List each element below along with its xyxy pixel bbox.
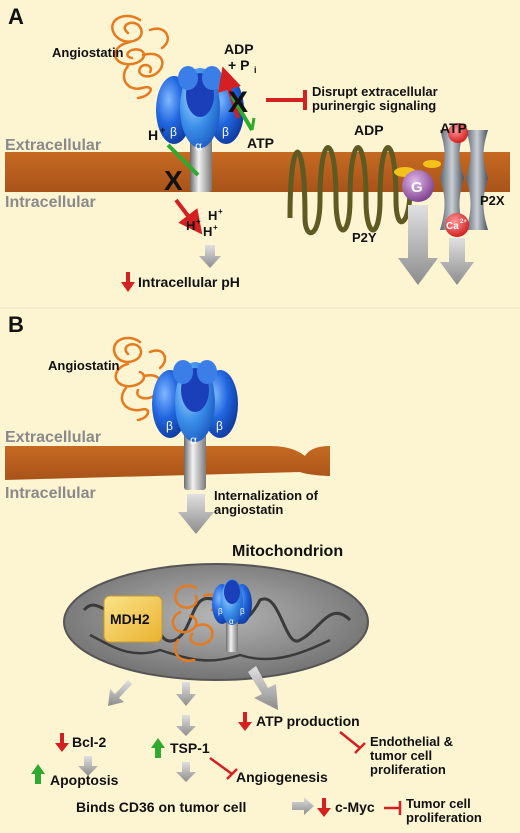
adp-top-label: ADP bbox=[224, 41, 254, 57]
alpha-a: α bbox=[195, 139, 202, 153]
p2y-receptor bbox=[287, 145, 413, 236]
pi-subscript: i bbox=[254, 65, 257, 75]
arrow-g-down bbox=[398, 205, 438, 285]
ca-label: Ca bbox=[446, 221, 459, 232]
g-label: G bbox=[411, 179, 423, 196]
intracellular-ph-label: Intracellular pH bbox=[138, 274, 240, 290]
cmyc-label: c-Myc bbox=[335, 799, 375, 815]
disrupt-line1: Disrupt extracellular bbox=[312, 84, 438, 99]
svg-text:β: β bbox=[240, 607, 245, 616]
panel-b-label: B bbox=[8, 312, 24, 337]
arrow-to-bcl2 bbox=[108, 680, 132, 706]
inhibit-endothelial bbox=[339, 731, 361, 749]
arrow-internalization bbox=[178, 494, 214, 534]
svg-text:2+: 2+ bbox=[460, 219, 467, 225]
membrane-b bbox=[5, 446, 330, 480]
mdh2-box bbox=[103, 595, 163, 643]
internalization-line1: Internalization of bbox=[214, 488, 319, 503]
inhibit-angiogenesis bbox=[209, 756, 233, 776]
atp-synthase-b: β β α bbox=[152, 360, 238, 490]
bcl2-label: Bcl-2 bbox=[72, 734, 106, 750]
calcium-ion bbox=[445, 213, 469, 237]
arrow-to-tsp1 bbox=[176, 682, 196, 706]
extracellular-label-b: Extracellular bbox=[5, 429, 101, 446]
h-plus-top: H bbox=[148, 127, 158, 143]
internalization-line2: angiostatin bbox=[214, 502, 283, 517]
svg-text:β: β bbox=[218, 607, 223, 616]
down-arrow-atp-production bbox=[238, 712, 252, 731]
h-plus-bottom-3: H bbox=[203, 224, 212, 239]
svg-text:+: + bbox=[218, 207, 223, 216]
intracellular-label-b: Intracellular bbox=[5, 485, 96, 502]
proton-arrows bbox=[166, 143, 203, 235]
tumor-line1: Tumor cell bbox=[406, 796, 471, 811]
mdh2-label: MDH2 bbox=[110, 611, 150, 627]
extracellular-label-a: Extracellular bbox=[5, 137, 101, 154]
arrow-to-cd36 bbox=[176, 762, 196, 782]
p2x-left bbox=[440, 130, 464, 230]
endo-line1: Endothelial & bbox=[370, 734, 453, 749]
tsp1-label: TSP-1 bbox=[170, 740, 210, 756]
intracellular-label-a: Intracellular bbox=[5, 194, 96, 211]
adp-right-label: ADP bbox=[354, 122, 384, 138]
atp-ball bbox=[448, 123, 468, 143]
binds-cd36-label: Binds CD36 on tumor cell bbox=[76, 799, 246, 815]
tumor-line2: proliferation bbox=[406, 810, 482, 825]
angiostatin-label-a: Angiostatin bbox=[52, 45, 124, 60]
arrow-to-atp-production bbox=[248, 666, 278, 710]
angiostatin-label-b: Angiostatin bbox=[48, 358, 120, 373]
angiostatin-molecule-a bbox=[111, 14, 169, 100]
arrow-to-ph bbox=[199, 245, 221, 268]
endo-line2: tumor cell bbox=[370, 748, 432, 763]
atp-left-label: ATP bbox=[247, 135, 274, 151]
p2x-right bbox=[466, 130, 488, 230]
beta-left-a: β bbox=[170, 125, 177, 139]
svg-text:+: + bbox=[160, 125, 165, 135]
p2x-label: P2X bbox=[480, 193, 505, 208]
atp-hydrolysis-arrows bbox=[217, 66, 256, 132]
endo-line3: proliferation bbox=[370, 762, 446, 777]
disrupt-line2: purinergic signaling bbox=[312, 98, 436, 113]
svg-text:+: + bbox=[196, 217, 201, 226]
beta-left-b: β bbox=[166, 419, 173, 433]
h-plus-bottom-1: H bbox=[186, 218, 195, 233]
p2y-label: P2Y bbox=[352, 230, 377, 245]
up-arrow-tsp1 bbox=[151, 738, 165, 758]
membrane-a bbox=[5, 152, 510, 192]
angiogenesis-label: Angiogenesis bbox=[236, 769, 328, 785]
x-mark-top: X bbox=[228, 86, 248, 119]
x-mark-bottom: X bbox=[164, 165, 183, 196]
atp-right-label: ATP bbox=[440, 120, 467, 136]
arrow-to-cmyc bbox=[292, 797, 314, 815]
plus-pi-label: + P bbox=[228, 57, 249, 73]
arrow-p2x-down bbox=[440, 238, 474, 285]
atp-synthase-a: β β α bbox=[156, 66, 244, 192]
atp-production-label: ATP production bbox=[256, 713, 360, 729]
mitochondrion-label: Mitochondrion bbox=[232, 543, 343, 560]
down-arrow-cmyc bbox=[317, 798, 331, 817]
beta-right-b: β bbox=[216, 419, 223, 433]
up-arrow-apoptosis bbox=[31, 764, 45, 784]
arrow-tsp1-down bbox=[176, 715, 196, 736]
beta-right-a: β bbox=[222, 125, 229, 139]
down-arrow-bcl2 bbox=[55, 733, 69, 752]
apoptosis-label: Apoptosis bbox=[50, 772, 119, 788]
arrow-to-apoptosis bbox=[78, 756, 98, 776]
down-arrow-ph bbox=[121, 272, 135, 292]
svg-text:α: α bbox=[229, 617, 234, 626]
g-protein bbox=[402, 170, 434, 202]
h-plus-bottom-2: H bbox=[208, 208, 217, 223]
svg-text:+: + bbox=[213, 223, 218, 232]
alpha-b: α bbox=[190, 433, 197, 447]
panel-a-label: A bbox=[8, 4, 24, 29]
atp-synthase-mito: β β α bbox=[212, 579, 252, 652]
